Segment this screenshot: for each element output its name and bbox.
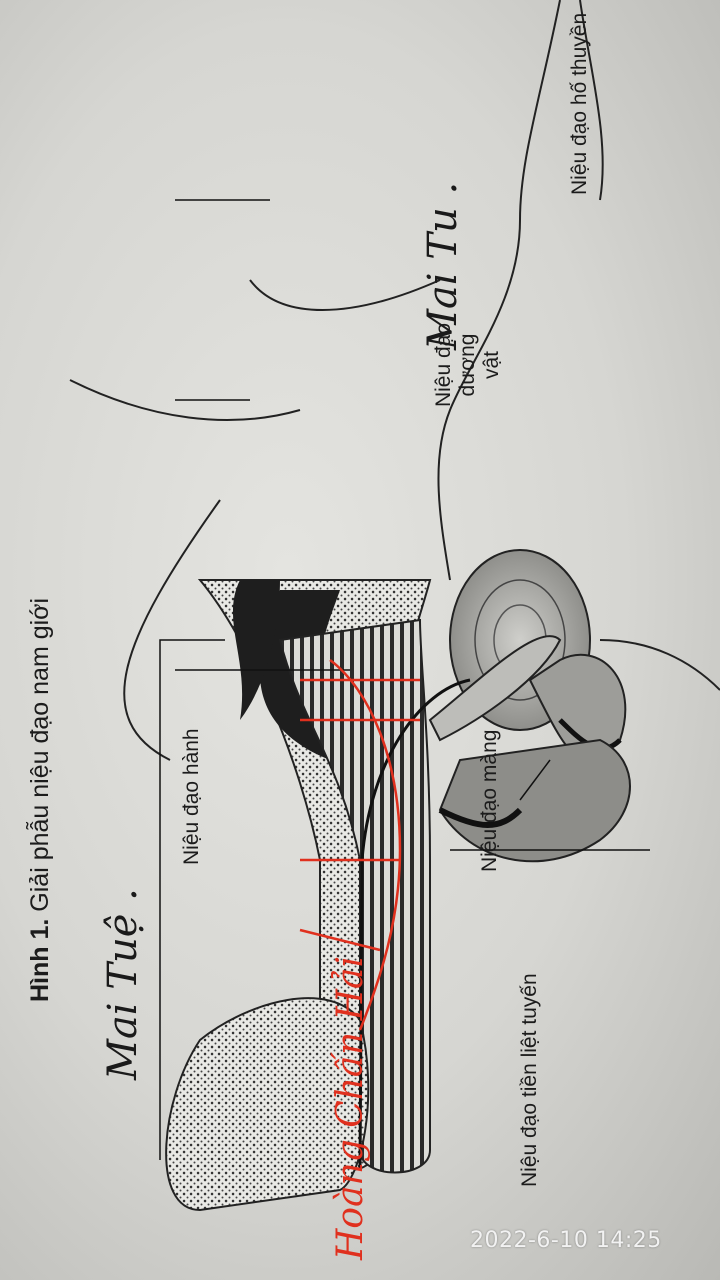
handwritten-bottom: Mai Tuệ . (100, 888, 146, 1080)
caption-text: Giải phẫu niệu đạo nam giới (26, 597, 54, 912)
handwritten-red: Hoàng Chấn Hải (330, 956, 371, 1260)
figure-caption: Hình 1. Giải phẫu niệu đạo nam giới (26, 598, 55, 1002)
label-bulbar: Niệu đạo hành (180, 728, 203, 865)
handwritten-top: Mai Tu . (420, 181, 466, 350)
label-membranous: Niệu đạo màng (478, 729, 501, 872)
photo-timestamp: 2022-6-10 14:25 (470, 1228, 662, 1253)
caption-number: Hình 1. (26, 918, 54, 1002)
label-prostatic: Niệu đạo tiền liệt tuyến (518, 973, 541, 1187)
label-penile-line-3: vật (480, 351, 504, 380)
label-fossa: Niệu đạo hố thuyền (568, 12, 591, 195)
